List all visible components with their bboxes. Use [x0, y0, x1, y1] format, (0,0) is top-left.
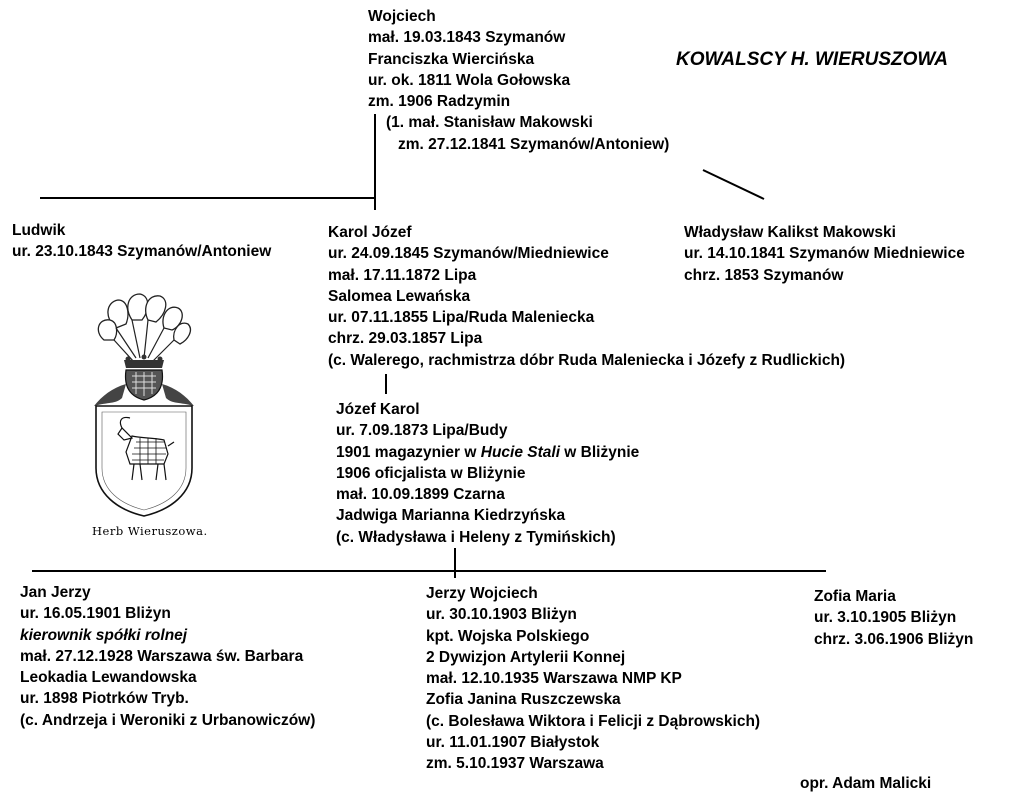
detail-line: (c. Władysława i Heleny z Tymińskich): [336, 528, 616, 546]
detail-line: zm. 27.12.1841 Szymanów/Antoniew): [398, 135, 670, 153]
detail-line: chrz. 29.03.1857 Lipa: [328, 330, 483, 348]
name-line: Wojciech: [368, 8, 436, 25]
detail-line: Salomea Lewańska: [328, 287, 471, 305]
name-line: Jan Jerzy: [20, 584, 91, 601]
detail-line: (1. mał. Stanisław Makowski: [386, 114, 593, 132]
detail-line: ur. 3.10.1905 Bliżyn: [814, 609, 957, 627]
detail-line: ur. 23.10.1843 Szymanów/Antoniew: [12, 243, 272, 261]
detail-line: mał. 17.11.1872 Lipa: [328, 266, 477, 284]
detail-line: ur. 24.09.1845 Szymanów/Miedniewice: [328, 245, 609, 263]
detail-line: chrz. 1853 Szymanów: [684, 266, 844, 284]
detail-line: 2 Dywizjon Artylerii Konnej: [426, 648, 626, 666]
detail-line: ur. ok. 1811 Wola Gołowska: [368, 71, 571, 89]
detail-line: 1901 magazynier w Hucie Stali w Bliżynie: [336, 442, 639, 463]
connector-horizontal-generation-4: [32, 570, 826, 572]
detail-line: zm. 1906 Radzymin: [368, 93, 511, 111]
name-line: Józef Karol: [336, 401, 420, 418]
detail-text: 1901 magazynier w: [336, 443, 481, 461]
detail-italic: Hucie Stali: [480, 443, 560, 461]
detail-line: ur. 7.09.1873 Lipa/Budy: [336, 422, 508, 440]
person-ludwik: Ludwik ur. 23.10.1843 Szymanów/Antoniew: [12, 220, 271, 263]
detail-line: ur. 30.10.1903 Bliżyn: [426, 606, 577, 624]
detail-line: Leokadia Lewandowska: [20, 669, 197, 687]
connector-vertical-karol: [385, 374, 387, 394]
coat-of-arms-icon: [94, 293, 194, 517]
person-karol-jozef: Karol Józef ur. 24.09.1845 Szymanów/Mied…: [328, 222, 845, 371]
connector-vertical-jozef: [454, 548, 456, 578]
name-line: Jerzy Wojciech: [426, 585, 538, 602]
author-credit: opr. Adam Malicki: [800, 775, 932, 792]
detail-line: chrz. 3.06.1906 Bliżyn: [814, 630, 974, 648]
detail-line: ur. 14.10.1841 Szymanów Miedniewice: [684, 245, 965, 263]
person-jozef-karol: Józef Karol ur. 7.09.1873 Lipa/Budy 1901…: [336, 399, 639, 548]
detail-line: Zofia Janina Ruszczewska: [426, 691, 621, 709]
detail-line: Jadwiga Marianna Kiedrzyńska: [336, 507, 566, 525]
name-line: Zofia Maria: [814, 588, 896, 605]
detail-line: mał. 27.12.1928 Warszawa św. Barbara: [20, 647, 304, 665]
name-line: Władysław Kalikst Makowski: [684, 224, 896, 241]
detail-line: ur. 16.05.1901 Bliżyn: [20, 605, 171, 623]
detail-line: (c. Andrzeja i Weroniki z Urbanowiczów): [20, 711, 316, 729]
detail-line: kpt. Wojska Polskiego: [426, 627, 590, 645]
detail-line: ur. 1898 Piotrków Tryb.: [20, 690, 189, 708]
connector-vertical-top: [374, 114, 376, 210]
connector-horizontal-generation-2: [40, 197, 376, 199]
detail-text: w Bliżynie: [560, 443, 640, 461]
person-wojciech: Wojciech mał. 19.03.1843 Szymanów Franci…: [368, 6, 669, 155]
crest-caption: Herb Wieruszowa.: [92, 524, 208, 538]
detail-line: mał. 12.10.1935 Warszawa NMP KP: [426, 670, 682, 688]
person-wladyslaw: Władysław Kalikst Makowski ur. 14.10.184…: [684, 222, 965, 286]
detail-line: ur. 11.01.1907 Białystok: [426, 734, 600, 752]
detail-line: (c. Bolesława Wiktora i Felicji z Dąbrow…: [426, 712, 761, 730]
detail-line: kierownik spółki rolnej: [20, 625, 315, 646]
detail-italic: kierownik spółki rolnej: [20, 626, 188, 644]
detail-line: ur. 07.11.1855 Lipa/Ruda Maleniecka: [328, 309, 595, 327]
detail-line: 1906 oficjalista w Bliżynie: [336, 464, 526, 482]
name-line: Ludwik: [12, 222, 66, 239]
detail-line: Franciszka Wiercińska: [368, 50, 535, 68]
detail-line: (c. Walerego, rachmistrza dóbr Ruda Male…: [328, 351, 846, 369]
person-jan-jerzy: Jan Jerzy ur. 16.05.1901 Bliżyn kierowni…: [20, 582, 315, 731]
person-jerzy-wojciech: Jerzy Wojciech ur. 30.10.1903 Bliżyn kpt…: [426, 583, 760, 775]
detail-line: zm. 5.10.1937 Warszawa: [426, 755, 604, 773]
detail-line: mał. 10.09.1899 Czarna: [336, 486, 505, 504]
detail-line: mał. 19.03.1843 Szymanów: [368, 29, 566, 47]
page-title: KOWALSCY H. WIERUSZOWA: [676, 49, 948, 70]
name-line: Karol Józef: [328, 224, 412, 241]
connector-diagonal: [702, 169, 765, 200]
person-zofia-maria: Zofia Maria ur. 3.10.1905 Bliżyn chrz. 3…: [814, 586, 973, 650]
